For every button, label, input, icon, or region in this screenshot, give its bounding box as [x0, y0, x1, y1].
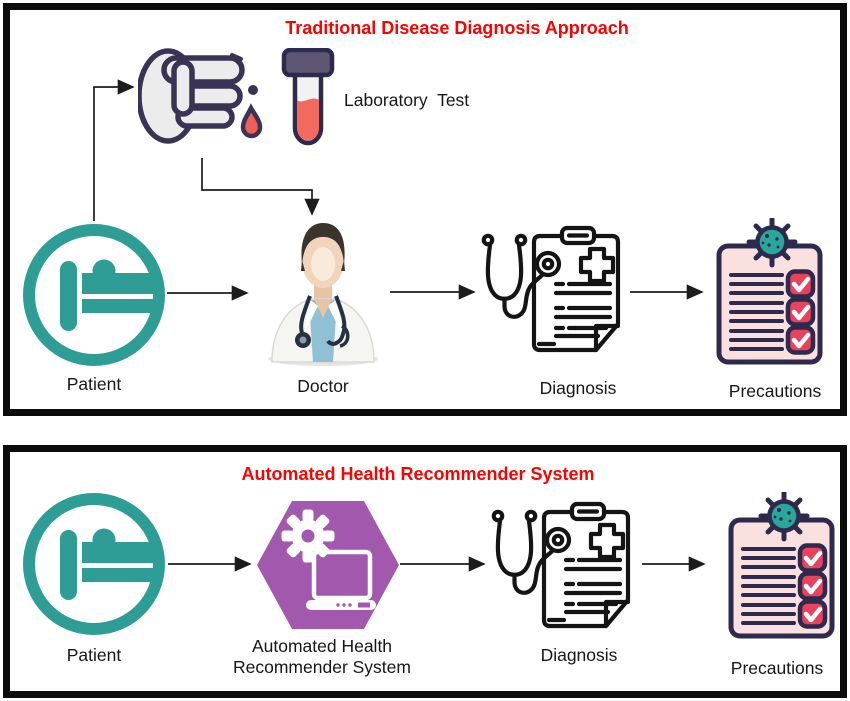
patient-label: Patient: [66, 645, 122, 665]
recommender-label-line2: Recommender System: [233, 657, 411, 677]
test-tube-icon: [280, 48, 336, 152]
arrow-lab-test-to-doctor: [201, 158, 320, 216]
automated-system-panel: Automated Health Recommender System Pati…: [3, 445, 847, 698]
precautions-checklist-icon: [712, 218, 828, 368]
precautions-label: Precautions: [728, 381, 822, 401]
diagnosis-label: Diagnosis: [539, 378, 617, 398]
patient-label: Patient: [66, 374, 122, 394]
doctor-icon: [262, 212, 384, 367]
recommender-label: Automated Health Recommender System: [222, 636, 422, 678]
precautions-label: Precautions: [730, 658, 824, 678]
patient-icon: [20, 490, 168, 638]
recommender-hexagon-icon: [256, 500, 400, 630]
precautions-checklist-icon: [724, 492, 840, 642]
bottom-panel-title: Automated Health Recommender System: [241, 464, 595, 484]
diagnosis-icon: [478, 224, 628, 358]
top-panel-title: Traditional Disease Diagnosis Approach: [285, 18, 629, 38]
arrow-patient-to-lab-test: [93, 79, 135, 221]
traditional-approach-panel: Traditional Disease Diagnosis Approach L…: [3, 3, 847, 416]
diagnosis-label: Diagnosis: [540, 645, 618, 665]
doctor-label: Doctor: [297, 376, 349, 396]
diagnosis-icon: [488, 500, 638, 634]
laboratory-test-label: Laboratory Test: [344, 90, 470, 110]
finger-prick-blood-icon: [138, 46, 264, 146]
recommender-label-line1: Automated Health: [251, 636, 393, 656]
patient-icon: [20, 221, 168, 369]
